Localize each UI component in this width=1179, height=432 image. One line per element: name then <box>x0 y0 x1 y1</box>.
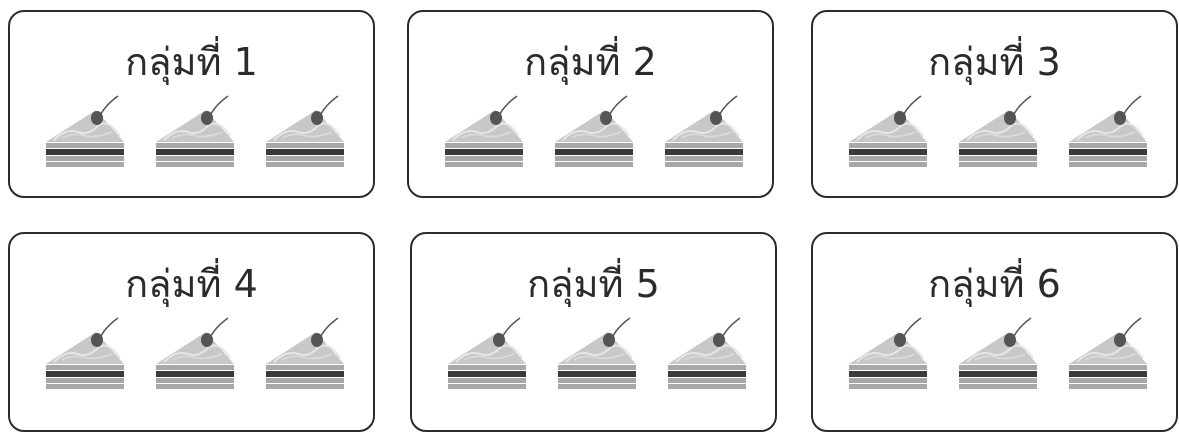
cake-slice-icon <box>44 310 126 396</box>
cake-row <box>409 88 772 174</box>
cake-row <box>813 310 1176 396</box>
cake-row <box>10 88 373 174</box>
cake-slice-icon <box>847 88 929 174</box>
group-card-4: กลุ่มที่ 4 <box>8 232 375 432</box>
group-card-2: กลุ่มที่ 2 <box>407 10 774 198</box>
cake-slice-icon <box>264 88 346 174</box>
group-title: กลุ่มที่ 6 <box>928 262 1061 306</box>
cake-slice-icon <box>666 310 748 396</box>
cake-slice-icon <box>44 88 126 174</box>
group-card-6: กลุ่มที่ 6 <box>811 232 1178 432</box>
cake-slice-icon <box>556 310 638 396</box>
cake-slice-icon <box>1067 88 1149 174</box>
cake-slice-icon <box>443 88 525 174</box>
group-title: กลุ่มที่ 4 <box>125 262 258 306</box>
group-title: กลุ่มที่ 2 <box>524 40 657 84</box>
cake-slice-icon <box>553 88 635 174</box>
cake-slice-icon <box>847 310 929 396</box>
cake-slice-icon <box>154 310 236 396</box>
group-card-1: กลุ่มที่ 1 <box>8 10 375 198</box>
group-title: กลุ่มที่ 5 <box>527 262 660 306</box>
cake-row <box>813 88 1176 174</box>
group-title: กลุ่มที่ 3 <box>928 40 1061 84</box>
cake-slice-icon <box>957 88 1039 174</box>
cake-slice-icon <box>1067 310 1149 396</box>
group-title: กลุ่มที่ 1 <box>125 40 258 84</box>
group-card-3: กลุ่มที่ 3 <box>811 10 1178 198</box>
cake-slice-icon <box>957 310 1039 396</box>
cake-slice-icon <box>663 88 745 174</box>
cake-slice-icon <box>446 310 528 396</box>
cake-row <box>10 310 373 396</box>
cake-slice-icon <box>264 310 346 396</box>
cake-row <box>412 310 775 396</box>
cake-slice-icon <box>154 88 236 174</box>
group-card-5: กลุ่มที่ 5 <box>410 232 777 432</box>
